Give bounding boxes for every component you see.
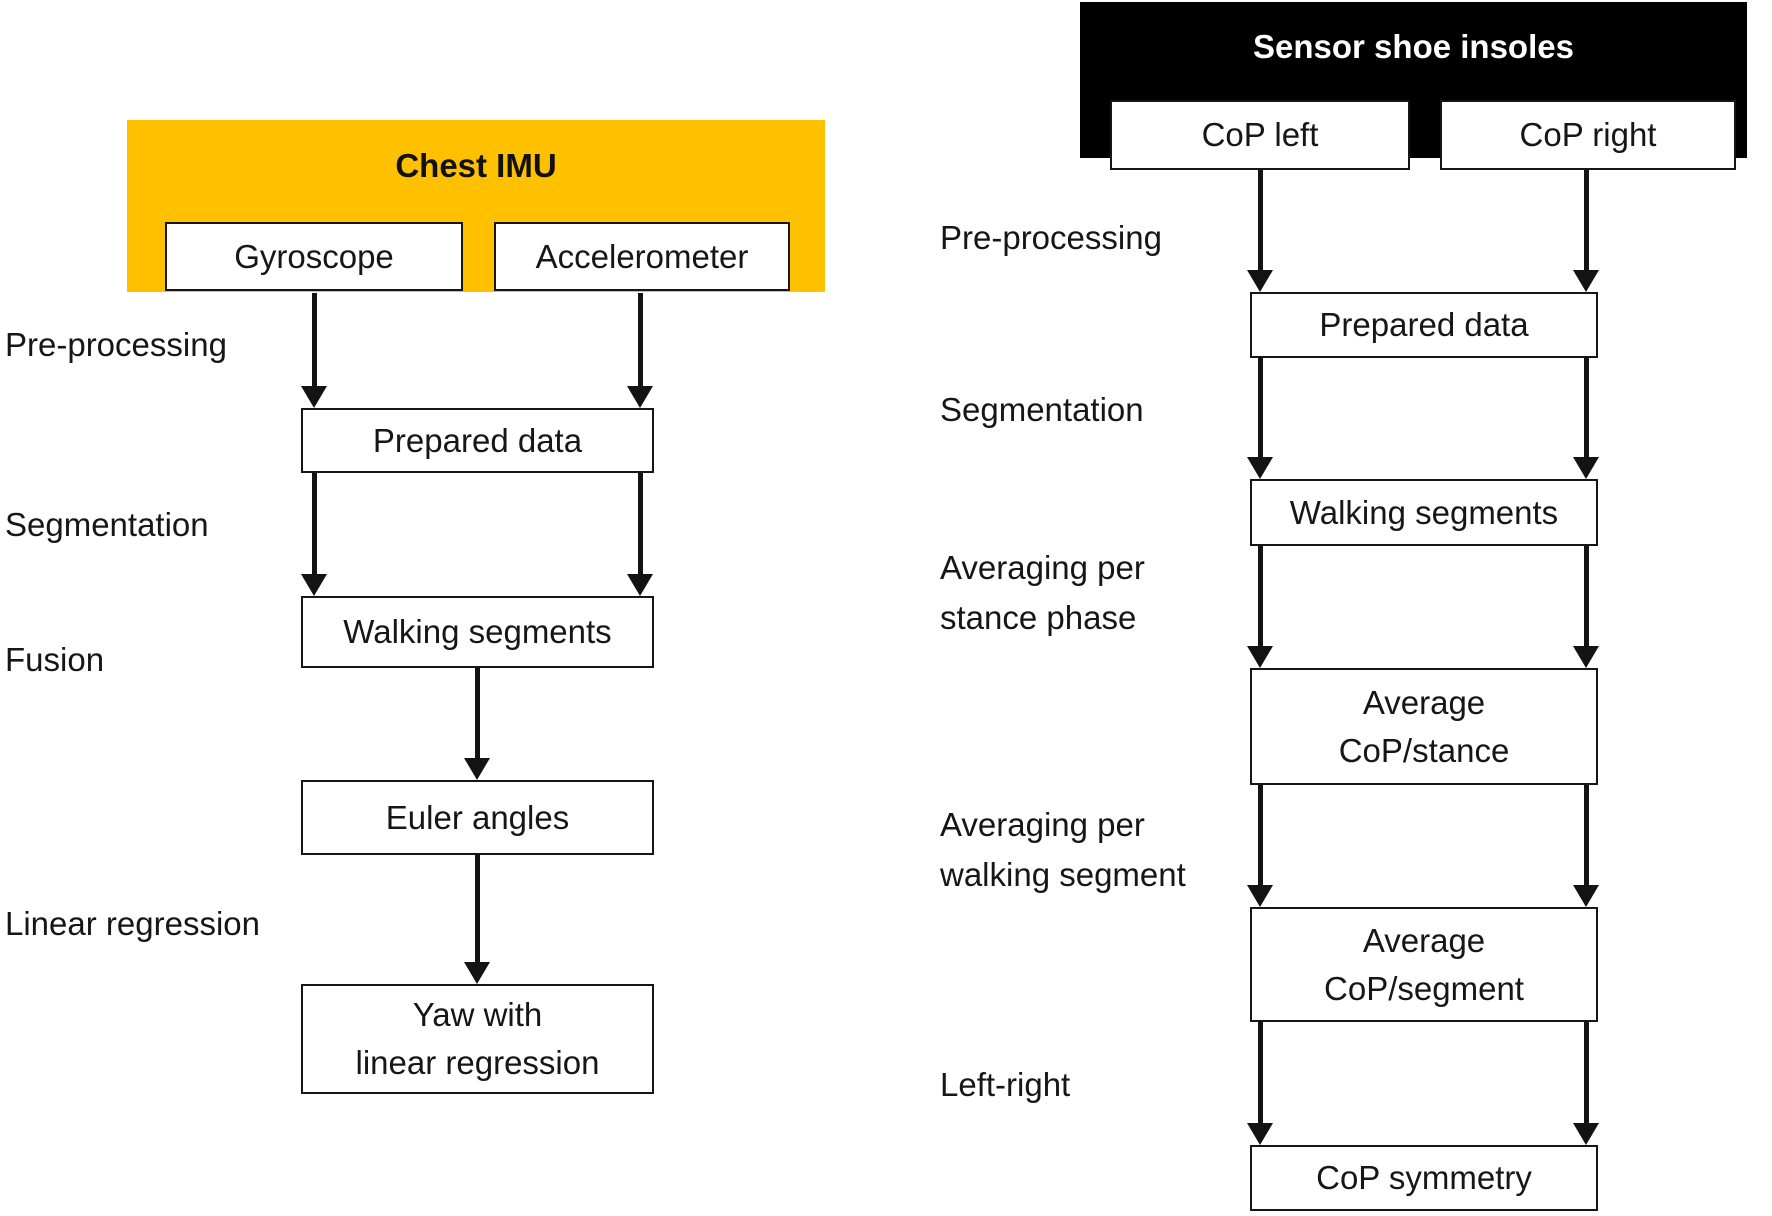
cop-left-box: CoP left — [1110, 100, 1410, 170]
insole-stage-label-left-right: Left-right — [940, 1060, 1070, 1110]
flow-arrow-walking-to-euler — [464, 668, 490, 780]
cop-left-label: CoP left — [1201, 116, 1319, 153]
arrow-stem — [1583, 358, 1589, 457]
arrow-head-icon — [1247, 646, 1273, 668]
arrow-stem — [1583, 785, 1589, 885]
arrow-head-icon — [464, 962, 490, 984]
node-label: Prepared data — [1319, 306, 1529, 343]
node-label: CoP symmetry — [1316, 1159, 1532, 1196]
arrow-head-icon — [1247, 885, 1273, 907]
arrow-stem — [474, 855, 480, 962]
stage-label-text: Segmentation — [5, 506, 209, 543]
insole-stage-label-pre-processing: Pre-processing — [940, 213, 1162, 263]
node-label: Walking segments — [343, 613, 612, 650]
arrow-head-icon — [1247, 270, 1273, 292]
stage-label-text: Fusion — [5, 641, 105, 678]
node-label: Euler angles — [385, 798, 570, 836]
insole-stage-label-segmentation: Segmentation — [940, 385, 1144, 435]
imu-stage-label-pre-processing: Pre-processing — [5, 320, 227, 370]
flow-arrow-cop-right-to-prepared — [1573, 170, 1599, 292]
arrow-stem — [311, 473, 317, 574]
stage-label-text: Linear regression — [5, 905, 260, 942]
flow-arrow-accelerometer-to-prepared — [627, 293, 653, 408]
flow-arrow-gyroscope-to-prepared — [301, 293, 327, 408]
insole-node-average-cop-segment: Average CoP/segment — [1250, 907, 1598, 1022]
stage-label-text: Averaging per — [940, 806, 1145, 843]
arrow-stem — [1257, 785, 1263, 885]
arrow-head-icon — [1573, 270, 1599, 292]
insole-node-prepared-data: Prepared data — [1250, 292, 1598, 358]
arrow-stem — [474, 668, 480, 758]
arrow-head-icon — [301, 574, 327, 596]
stage-label-text: Segmentation — [940, 391, 1144, 428]
arrow-stem — [1257, 1022, 1263, 1123]
flow-arrow-prepared-to-walking-left-b — [627, 473, 653, 596]
insole-node-walking-segments: Walking segments — [1250, 479, 1598, 546]
node-label: CoP/segment — [1324, 969, 1524, 1007]
arrow-stem — [1583, 546, 1589, 646]
imu-node-yaw-linear-regression: Yaw with linear regression — [301, 984, 654, 1094]
cop-right-box: CoP right — [1440, 100, 1736, 170]
flow-arrow-avg-stance-to-avg-segment-a — [1247, 785, 1273, 907]
stage-label-text: stance phase — [940, 599, 1137, 636]
arrow-head-icon — [1247, 457, 1273, 479]
flow-arrow-cop-left-to-prepared — [1247, 170, 1273, 292]
node-label: linear regression — [355, 1044, 600, 1081]
flow-arrow-prepared-to-walking-right-b — [1573, 358, 1599, 479]
arrow-head-icon — [627, 574, 653, 596]
node-label: CoP/stance — [1338, 731, 1510, 769]
stage-label-text: Pre-processing — [940, 219, 1162, 256]
node-label: Prepared data — [372, 421, 583, 459]
arrow-head-icon — [1573, 1123, 1599, 1145]
flow-arrow-prepared-to-walking-left-a — [301, 473, 327, 596]
flow-arrow-avg-segment-to-symmetry-a — [1247, 1022, 1273, 1145]
node-label: Yaw with — [412, 996, 543, 1033]
arrow-head-icon — [464, 758, 490, 780]
arrow-stem — [637, 473, 643, 574]
imu-node-walking-segments: Walking segments — [301, 596, 654, 668]
node-label: Average — [1362, 921, 1486, 959]
arrow-head-icon — [627, 386, 653, 408]
arrow-head-icon — [1573, 646, 1599, 668]
arrow-stem — [1257, 358, 1263, 457]
arrow-head-icon — [1573, 885, 1599, 907]
arrow-stem — [1583, 170, 1589, 270]
flow-arrow-avg-stance-to-avg-segment-b — [1573, 785, 1599, 907]
chest-imu-title: Chest IMU — [395, 147, 557, 184]
flow-arrow-avg-segment-to-symmetry-b — [1573, 1022, 1599, 1145]
stage-label-text: walking segment — [940, 856, 1186, 893]
sensor-shoe-insoles-title: Sensor shoe insoles — [1253, 28, 1574, 65]
flow-arrow-walking-to-avg-stance-b — [1573, 546, 1599, 668]
imu-node-euler-angles: Euler angles — [301, 780, 654, 855]
insole-stage-label-averaging-segment: Averaging per walking segment — [940, 800, 1186, 900]
arrow-stem — [1583, 1022, 1589, 1123]
stage-label-text: Left-right — [940, 1066, 1071, 1103]
arrow-head-icon — [1573, 457, 1599, 479]
accelerometer-label: Accelerometer — [535, 237, 749, 275]
imu-stage-label-linear-regression: Linear regression — [5, 899, 260, 949]
imu-node-prepared-data: Prepared data — [301, 408, 654, 473]
flow-arrow-walking-to-avg-stance-a — [1247, 546, 1273, 668]
stage-label-text: Pre-processing — [5, 326, 227, 363]
arrow-stem — [1257, 546, 1263, 646]
arrow-stem — [637, 293, 643, 386]
arrow-stem — [1257, 170, 1263, 270]
insole-node-average-cop-stance: Average CoP/stance — [1250, 668, 1598, 785]
stage-label-text: Averaging per — [940, 549, 1145, 586]
arrow-stem — [311, 293, 317, 386]
node-label: Walking segments — [1289, 493, 1559, 531]
arrow-head-icon — [301, 386, 327, 408]
node-label: Average — [1362, 683, 1486, 721]
insole-node-cop-symmetry: CoP symmetry — [1250, 1145, 1598, 1211]
gyroscope-box: Gyroscope — [165, 222, 463, 291]
imu-stage-label-segmentation: Segmentation — [5, 500, 209, 550]
flow-arrow-prepared-to-walking-right-a — [1247, 358, 1273, 479]
gyroscope-label: Gyroscope — [234, 237, 394, 275]
accelerometer-box: Accelerometer — [494, 222, 790, 291]
imu-stage-label-fusion: Fusion — [5, 635, 104, 685]
cop-right-label: CoP right — [1519, 116, 1657, 153]
insole-stage-label-averaging-stance: Averaging per stance phase — [940, 543, 1145, 643]
arrow-head-icon — [1247, 1123, 1273, 1145]
flow-arrow-euler-to-yaw — [464, 855, 490, 984]
